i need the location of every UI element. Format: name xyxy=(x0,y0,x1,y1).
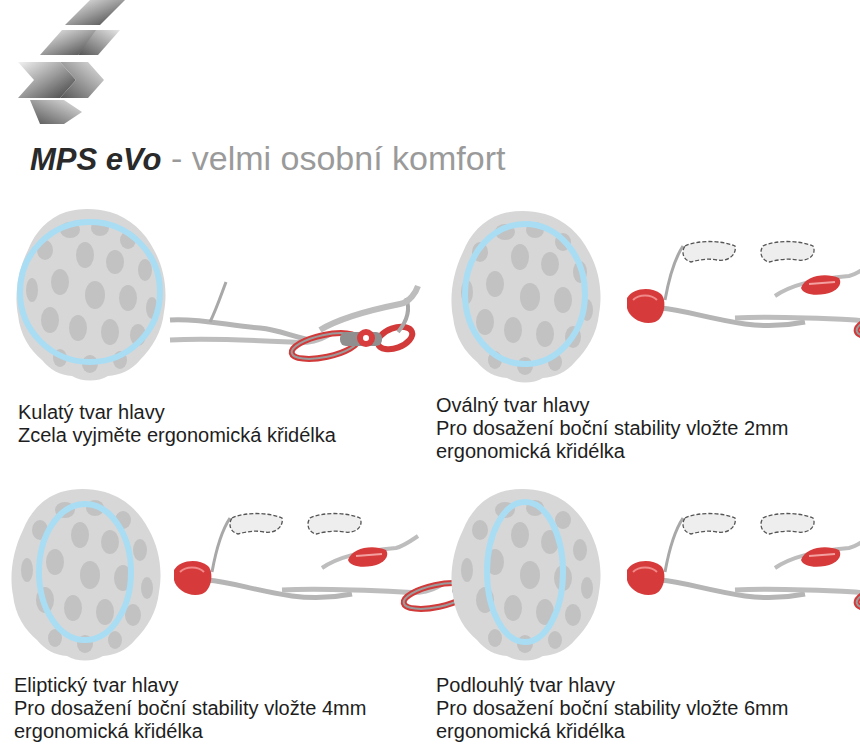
oval-head xyxy=(451,211,600,383)
subtitle: - velmi osobní komfort xyxy=(171,138,505,178)
round-head xyxy=(16,209,165,381)
title: MPS eVo xyxy=(30,140,162,180)
instruction: Pro dosažení boční stability vložte 6mm … xyxy=(436,697,808,743)
instruction: Pro dosažení boční stability vložte 2mm … xyxy=(436,417,808,463)
head-shape-name: Podlouhlý tvar hlavy xyxy=(436,674,808,697)
harness xyxy=(170,282,418,364)
oblong-head xyxy=(451,489,600,661)
head-shape-name: Oválný tvar hlavy xyxy=(436,394,808,417)
elliptic-head xyxy=(11,489,160,661)
harness xyxy=(627,514,860,614)
head-shape-name: Kulatý tvar hlavy xyxy=(18,401,390,424)
harness xyxy=(627,242,860,342)
logo xyxy=(18,0,125,124)
head-shape-name: Eliptický tvar hlavy xyxy=(14,674,386,697)
instruction: Zcela vyjměte ergonomická křidélka xyxy=(18,424,390,447)
instruction: Pro dosažení boční stability vložte 4mm … xyxy=(14,697,386,743)
